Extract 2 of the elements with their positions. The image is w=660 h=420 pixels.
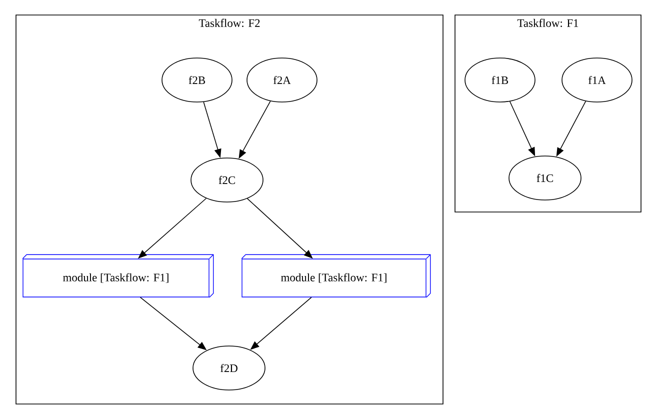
module-box: module [Taskflow: F1] — [22, 254, 214, 298]
module-box: module [Taskflow: F1] — [241, 254, 431, 298]
